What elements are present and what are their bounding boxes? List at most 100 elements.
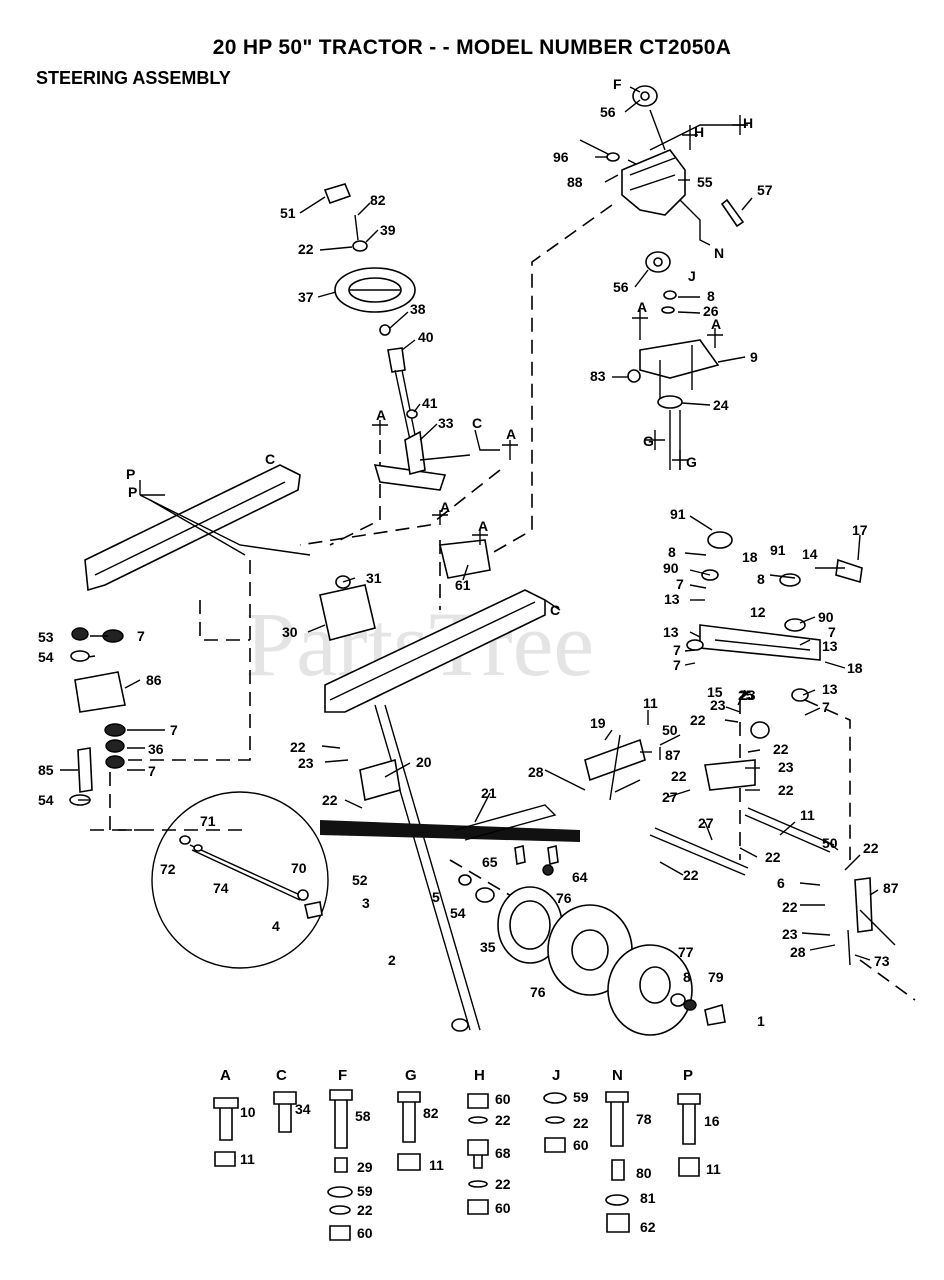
callout-label: 27 bbox=[662, 789, 678, 805]
callout-label: 22 bbox=[782, 899, 798, 915]
callout-label: 14 bbox=[802, 546, 818, 562]
callout-label: 50 bbox=[662, 722, 678, 738]
ref-letter: P bbox=[126, 466, 135, 482]
hardware-group-letter: J bbox=[552, 1067, 560, 1084]
callout-label: 41 bbox=[422, 395, 438, 411]
callout-label: 22 bbox=[765, 849, 781, 865]
callout-label: 8 bbox=[707, 288, 715, 304]
callout-label: 17 bbox=[852, 522, 868, 538]
callout-label: 15 bbox=[707, 684, 723, 700]
hardware-part-number: 60 bbox=[357, 1225, 373, 1241]
callout-label: 26 bbox=[703, 303, 719, 319]
callout-label: 13 bbox=[663, 624, 679, 640]
callout-label: 53 bbox=[38, 629, 54, 645]
callout-label: 87 bbox=[883, 880, 899, 896]
callout-label: 54 bbox=[450, 905, 466, 921]
steering-shaft-and-links bbox=[320, 704, 835, 1032]
ref-letter: A bbox=[506, 426, 516, 442]
front-frame-rail bbox=[84, 464, 376, 641]
callout-label: 70 bbox=[291, 860, 307, 876]
hardware-part-number: 59 bbox=[573, 1089, 589, 1105]
callout-label: 31 bbox=[366, 570, 382, 586]
callout-label: 65 bbox=[482, 854, 498, 870]
callout-label: 50 bbox=[822, 835, 838, 851]
callout-label: 54 bbox=[38, 792, 54, 808]
hardware-part-number: 60 bbox=[495, 1200, 511, 1216]
callout-label: 28 bbox=[528, 764, 544, 780]
callout-label: 13 bbox=[822, 681, 838, 697]
callout-label: 27 bbox=[698, 815, 714, 831]
callout-label: 61 bbox=[455, 577, 471, 593]
callout-label: 90 bbox=[663, 560, 679, 576]
hardware-part-number: 68 bbox=[495, 1145, 511, 1161]
callout-label: 85 bbox=[38, 762, 54, 778]
callout-label: 54 bbox=[38, 649, 54, 665]
hardware-part-number: 22 bbox=[495, 1176, 511, 1192]
hardware-part-number: 58 bbox=[355, 1108, 371, 1124]
callout-label: 38 bbox=[410, 301, 426, 317]
hardware-part-number: 60 bbox=[495, 1091, 511, 1107]
reference-flags bbox=[139, 86, 748, 611]
ref-letter: C bbox=[265, 451, 275, 467]
part-callouts: 56 96 88 55 57 56 8 26 9 83 24 51 82 39 … bbox=[38, 104, 899, 1029]
callout-label: 57 bbox=[757, 182, 773, 198]
callout-label: 22 bbox=[863, 840, 879, 856]
callout-label: 74 bbox=[213, 880, 229, 896]
callout-label: 20 bbox=[416, 754, 432, 770]
callout-label: 72 bbox=[160, 861, 176, 877]
callout-label: 33 bbox=[438, 415, 454, 431]
callout-label: 55 bbox=[697, 174, 713, 190]
hardware-part-number: 34 bbox=[295, 1101, 311, 1117]
callout-label: 36 bbox=[148, 741, 164, 757]
callout-label: 37 bbox=[298, 289, 314, 305]
callout-label: 71 bbox=[200, 813, 216, 829]
hardware-group-letter: G bbox=[405, 1067, 417, 1084]
callout-label: 18 bbox=[742, 549, 758, 565]
front-axle-beam bbox=[324, 539, 546, 713]
callout-label: 8 bbox=[668, 544, 676, 560]
callout-label: 28 bbox=[790, 944, 806, 960]
callout-label: 23 bbox=[298, 755, 314, 771]
callout-label: 73 bbox=[874, 953, 890, 969]
callout-label: 24 bbox=[713, 397, 729, 413]
hardware-part-number: 81 bbox=[640, 1190, 656, 1206]
callout-label: 76 bbox=[530, 984, 546, 1000]
hardware-part-number: 10 bbox=[240, 1104, 256, 1120]
ref-letter: N bbox=[714, 245, 724, 261]
hardware-part-number: 78 bbox=[636, 1111, 652, 1127]
callout-label: 40 bbox=[418, 329, 434, 345]
callout-label: 82 bbox=[370, 192, 386, 208]
hardware-key: A 10 11 C 34 F 58 29 59 22 60 G 82 11 H … bbox=[213, 1067, 721, 1241]
callout-label: 86 bbox=[146, 672, 162, 688]
callout-label: 88 bbox=[567, 174, 583, 190]
hardware-part-number: 22 bbox=[357, 1202, 373, 1218]
hardware-part-number: 16 bbox=[704, 1113, 720, 1129]
callout-label: 21 bbox=[481, 785, 497, 801]
ref-letter: J bbox=[688, 268, 696, 284]
hardware-part-number: 59 bbox=[357, 1183, 373, 1199]
callout-label: 79 bbox=[708, 969, 724, 985]
section-title: STEERING ASSEMBLY bbox=[36, 68, 231, 88]
callout-label: 83 bbox=[590, 368, 606, 384]
callout-label: 9 bbox=[750, 349, 758, 365]
callout-label: 22 bbox=[322, 792, 338, 808]
callout-label: 22 bbox=[683, 867, 699, 883]
ref-letter: A bbox=[637, 299, 647, 315]
callout-label: 8 bbox=[757, 571, 765, 587]
callout-label: 7 bbox=[676, 576, 684, 592]
callout-label: 91 bbox=[670, 506, 686, 522]
callout-label: 19 bbox=[590, 715, 606, 731]
ref-letter: G bbox=[643, 433, 654, 449]
callout-label: 1 bbox=[757, 1013, 765, 1029]
ref-letter: H bbox=[694, 124, 704, 140]
callout-label: 22 bbox=[778, 782, 794, 798]
hardware-part-number: 11 bbox=[429, 1157, 444, 1173]
hardware-group-letter: F bbox=[338, 1067, 347, 1084]
hardware-group-letter: P bbox=[683, 1067, 693, 1084]
callout-label: 3 bbox=[362, 895, 370, 911]
callout-label: 23 bbox=[778, 759, 794, 775]
leader-lines bbox=[60, 99, 879, 961]
ref-letter: P bbox=[128, 484, 137, 500]
callout-label: 56 bbox=[600, 104, 616, 120]
